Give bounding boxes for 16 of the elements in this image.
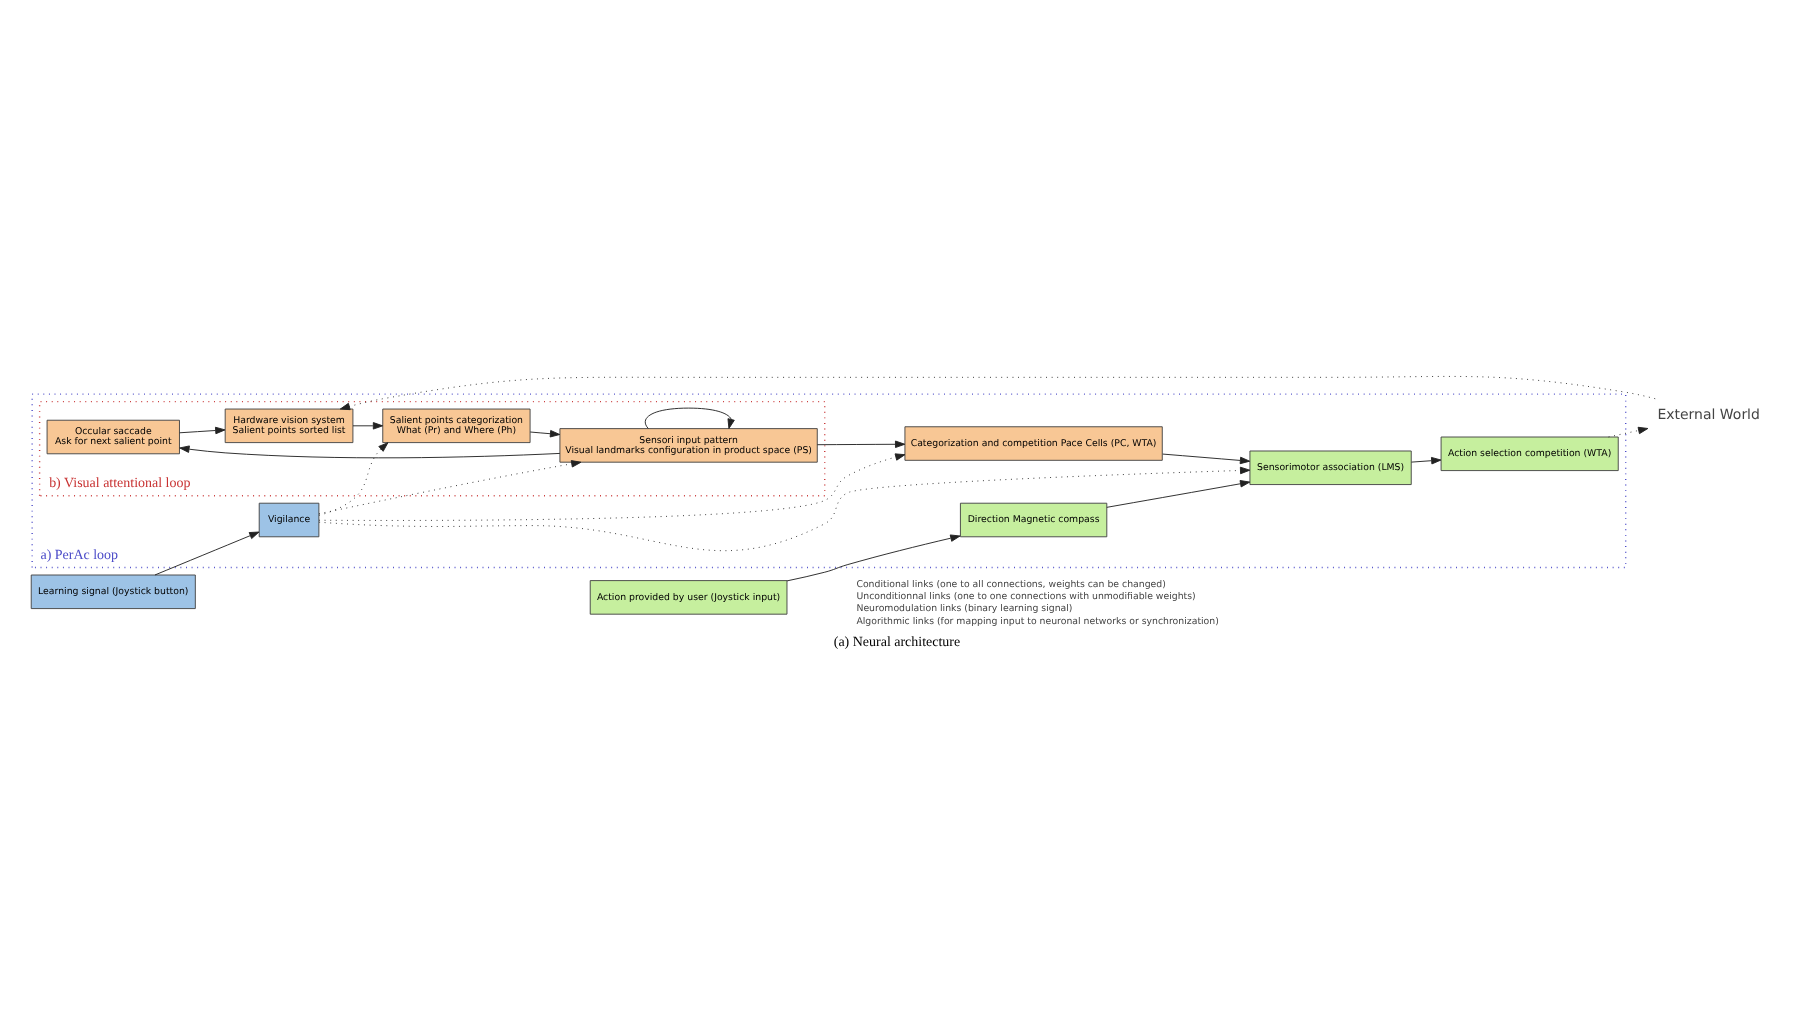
arrow xyxy=(1411,456,1442,465)
arrow xyxy=(318,442,389,516)
arrow xyxy=(529,430,561,438)
arrow xyxy=(318,460,582,515)
arrow xyxy=(318,466,1251,552)
arrow xyxy=(352,422,384,430)
arrow xyxy=(1608,426,1649,438)
arrow xyxy=(1106,480,1251,508)
arrow xyxy=(786,534,961,582)
arrow xyxy=(339,376,1656,411)
arrow xyxy=(1162,453,1251,465)
arrow xyxy=(154,531,260,576)
arrow xyxy=(318,453,906,521)
arrow xyxy=(816,440,906,448)
arrow xyxy=(179,426,226,435)
arrow xyxy=(179,445,561,459)
